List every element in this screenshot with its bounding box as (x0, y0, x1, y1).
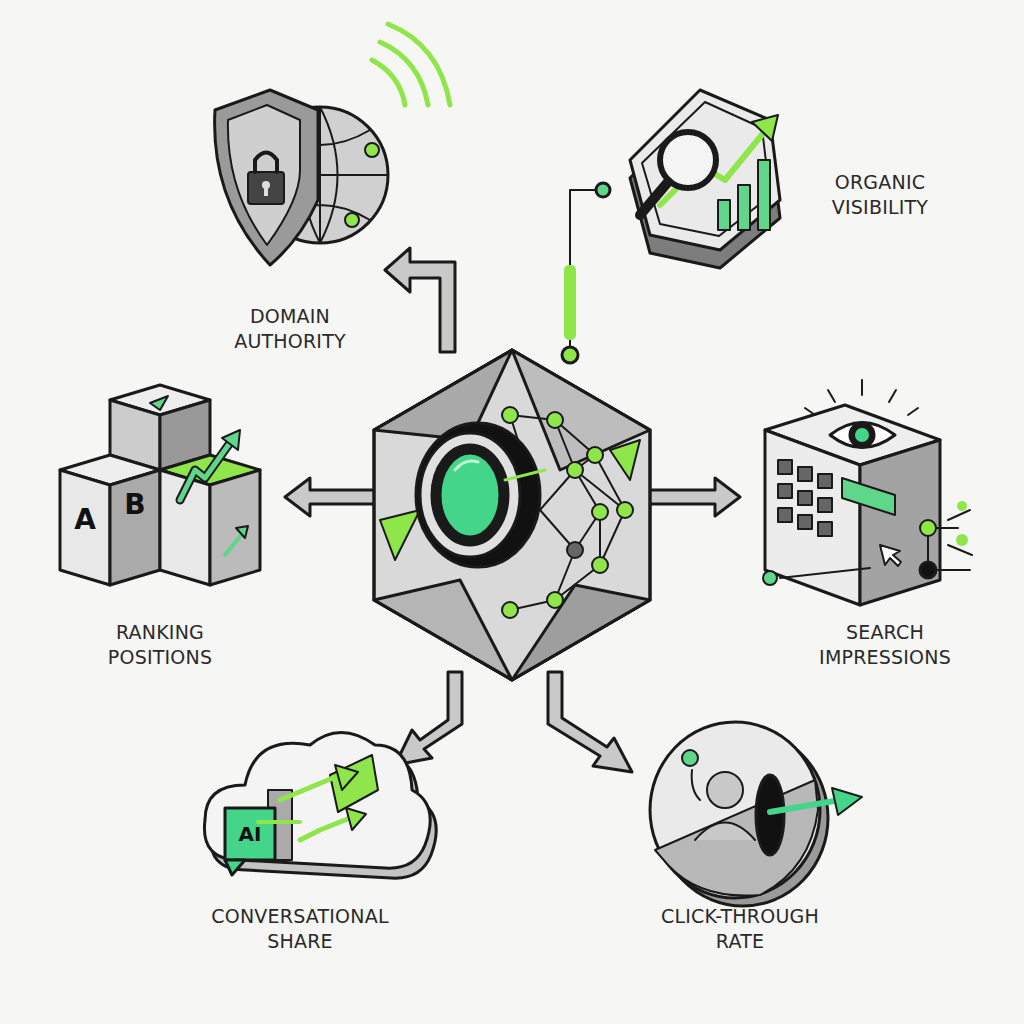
metric-label: CLICK-THROUGH RATE (645, 904, 835, 954)
metric-label: CONVERSATIONAL SHARE (198, 904, 403, 954)
metric-label: ORGANIC VISIBILITY (795, 170, 965, 220)
metric-label: SEARCH IMPRESSIONS (788, 620, 983, 670)
icon-letter: A (74, 506, 96, 534)
icon-letter: AI (239, 824, 262, 844)
metric-label: RANKING POSITIONS (73, 620, 248, 670)
icon-letter: B (124, 491, 145, 519)
metric-label: DOMAIN AUTHORITY (208, 304, 373, 354)
